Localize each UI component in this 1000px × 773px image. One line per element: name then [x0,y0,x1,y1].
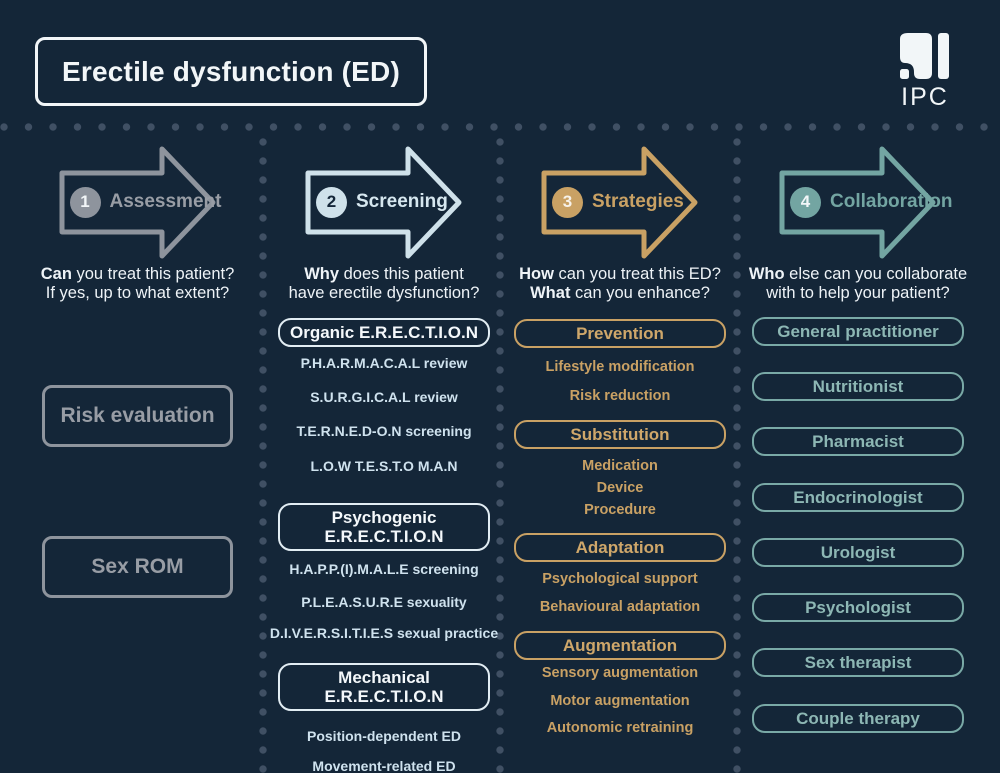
question-line: have erectile dysfunction? [288,284,480,302]
list-item: Position-dependent ED [307,728,461,744]
arrow-icon [305,146,462,259]
list-item: Device [596,480,644,496]
collaborator-box-psychologist: Psychologist [752,593,964,622]
category-box-adaptation: Adaptation [514,533,726,562]
list-item: Risk reduction [569,388,671,404]
list-item: Behavioural adaptation [539,599,701,615]
collaborator-box-pharmacist: Pharmacist [752,427,964,456]
category-box-augmentation: Augmentation [514,631,726,660]
assessment-box-risk-evaluation: Risk evaluation [42,385,233,447]
step-header: 4 Collaboration [790,186,952,218]
brand-logo: IPC [880,33,970,112]
list-item: P.H.A.R.M.A.C.A.L review [300,355,468,371]
step-header: 2 Screening [316,186,448,218]
list-item: S.U.R.G.I.C.A.L review [310,389,458,405]
list-item: L.O.W T.E.S.T.O M.A.N [310,458,458,474]
step-arrow-assessment: 1 Assessment [58,145,221,260]
arrow-icon [59,146,215,259]
column-assessment: 1 Assessment Can you treat this patient?… [20,140,255,598]
step-number-badge: 4 [790,186,821,218]
step-number-badge: 1 [69,186,101,218]
list-item: P.L.E.A.S.U.R.E sexuality [301,594,467,610]
question-line: If yes, up to what extent? [45,284,230,302]
dotted-divider-vertical-1 [259,138,267,773]
step-header: 3 Strategies [552,186,684,218]
list-item: H.A.P.P.(I).M.A.L.E screening [289,561,479,577]
list-item: T.E.R.N.E.D-O.N screening [296,423,472,439]
ipc-logo-icon [900,33,949,79]
question-line: Why does this patient [304,265,464,283]
question-line: What can you enhance? [530,284,710,302]
step-label: Assessment [109,191,222,212]
page-title: Erectile dysfunction (ED) [35,37,427,106]
column-strategies: 3 Strategies How can you treat this ED? … [508,140,732,737]
dotted-divider-vertical-3 [733,138,741,773]
page-title-text: Erectile dysfunction (ED) [62,55,400,87]
list-item: Psychological support [542,571,698,587]
step-label: Strategies [592,191,684,212]
step-header: 1 Assessment [69,186,222,218]
step-number-badge: 2 [316,186,347,218]
step-number-badge: 3 [552,186,583,218]
question-line: with to help your patient? [766,284,950,302]
category-box-mechanical: Mechanical E.R.E.C.T.I.O.N [278,663,490,711]
list-item: Lifestyle modification [545,359,695,375]
collaborator-box-general-practitioner: General practitioner [752,317,964,346]
step-arrow-strategies: 3 Strategies [540,145,700,260]
list-item: Sensory augmentation [541,665,699,681]
dotted-divider-horizontal [0,123,1000,131]
step-arrow-collaboration: 4 Collaboration [778,145,952,260]
collaborator-box-sex-therapist: Sex therapist [752,648,964,677]
column-question: How can you treat this ED? What can you … [508,265,732,303]
dotted-divider-vertical-2 [496,138,504,773]
question-line: Who else can you collaborate [748,265,968,283]
step-label: Screening [356,191,448,212]
step-arrow-screening: 2 Screening [304,145,464,260]
brand-logo-text: IPC [901,83,949,111]
arrow-icon [779,146,936,259]
list-item: Movement-related ED [312,758,456,773]
column-question: Can you treat this patient? If yes, up t… [20,265,255,303]
collaborator-box-couple-therapy: Couple therapy [752,704,964,733]
question-line: How can you treat this ED? [519,265,721,283]
column-question: Who else can you collaborate with to hel… [746,265,970,303]
list-item: Motor augmentation [550,693,690,709]
category-box-organic: Organic E.R.E.C.T.I.O.N [278,318,490,347]
step-label: Collaboration [830,191,953,212]
collaborator-box-nutritionist: Nutritionist [752,372,964,401]
collaborator-box-urologist: Urologist [752,538,964,567]
category-box-substitution: Substitution [514,420,726,449]
list-item: Autonomic retraining [546,720,694,736]
assessment-box-sex-rom: Sex ROM [42,536,233,598]
column-question: Why does this patient have erectile dysf… [272,265,496,303]
list-item: D.I.V.E.R.S.I.T.I.E.S sexual practice [269,625,499,641]
collaborator-box-endocrinologist: Endocrinologist [752,483,964,512]
question-line: Can you treat this patient? [40,265,235,283]
column-collaboration: 4 Collaboration Who else can you collabo… [746,140,970,733]
category-box-prevention: Prevention [514,319,726,348]
list-item: Procedure [584,502,656,518]
list-item: Medication [582,458,658,474]
category-box-psychogenic: Psychogenic E.R.E.C.T.I.O.N [278,503,490,551]
column-screening: 2 Screening Why does this patient have e… [269,140,499,773]
arrow-icon [541,146,698,259]
